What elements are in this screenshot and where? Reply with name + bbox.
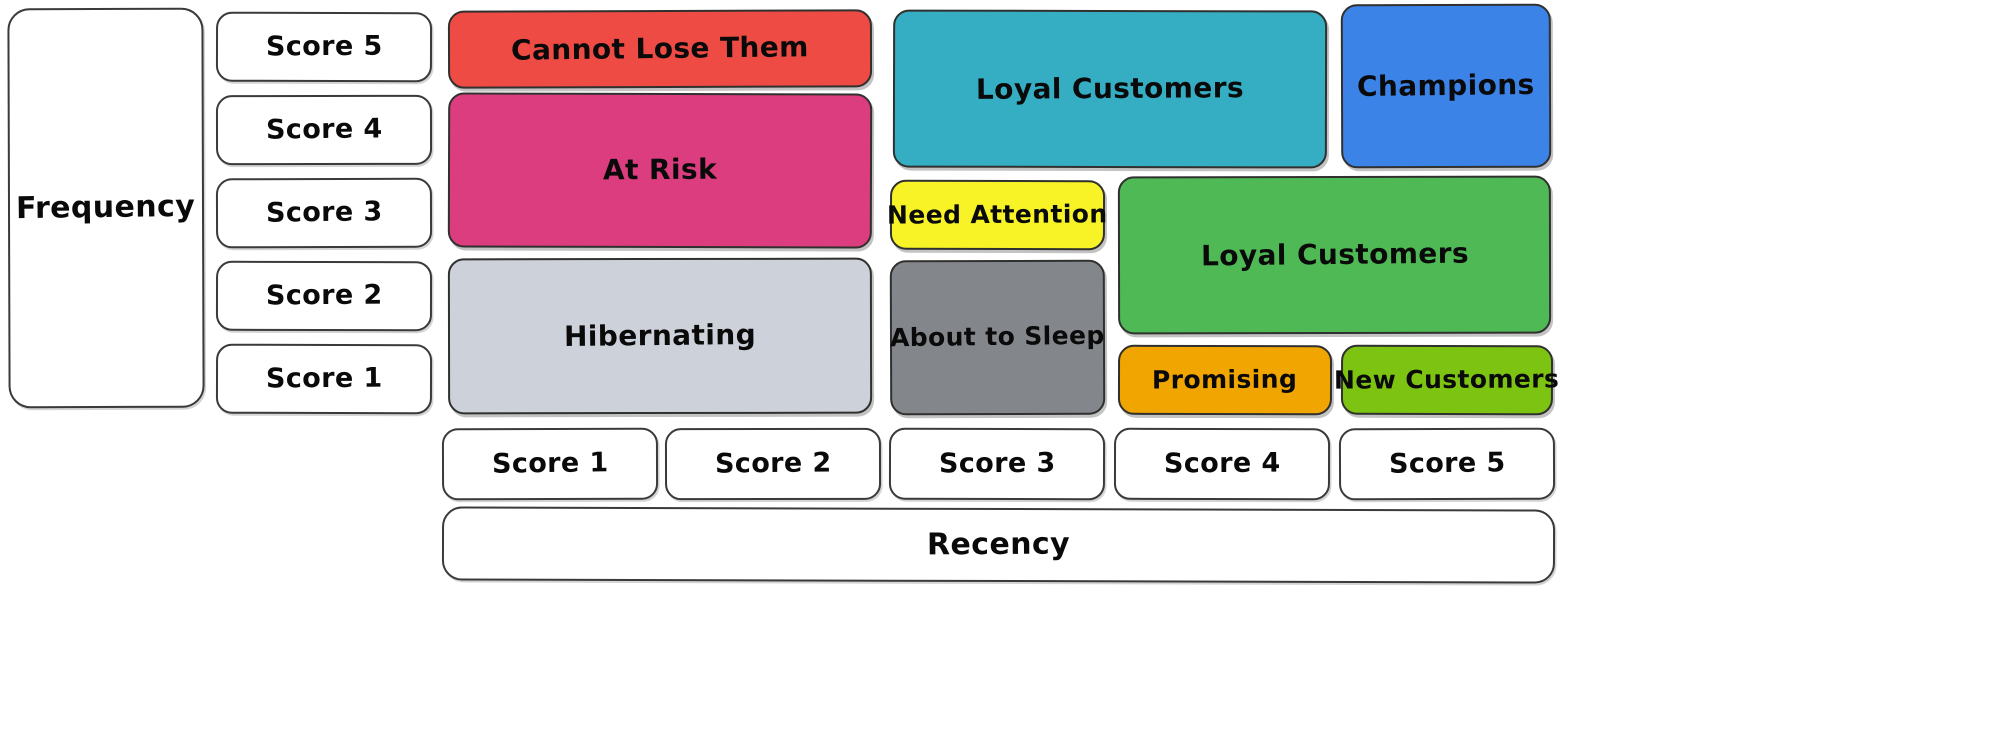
segment-label: Loyal Customers: [975, 71, 1245, 106]
segment-label: Cannot Lose Them: [510, 30, 810, 67]
x-axis-score-3[interactable]: Score 3: [888, 427, 1106, 501]
segment-label: Need Attention: [887, 198, 1108, 230]
segment-label: At Risk: [602, 153, 718, 187]
y-axis-score-4[interactable]: Score 4: [215, 94, 433, 166]
segment-loyal-customers-teal[interactable]: Loyal Customers: [892, 9, 1328, 169]
y-axis-score-5[interactable]: Score 5: [215, 11, 433, 83]
x-axis-title-recency: Recency: [441, 506, 1556, 584]
segment-label: Champions: [1356, 67, 1535, 103]
y-axis-title-frequency: Frequency: [7, 7, 205, 409]
x-axis-title-label: Recency: [926, 526, 1071, 563]
segment-hibernating[interactable]: Hibernating: [447, 257, 873, 415]
x-axis-score-5[interactable]: Score 5: [1338, 427, 1556, 501]
x-axis-score-4[interactable]: Score 4: [1113, 427, 1331, 501]
y-axis-score-3[interactable]: Score 3: [215, 177, 433, 249]
segment-label: Promising: [1152, 364, 1298, 395]
segment-new-customers[interactable]: New Customers: [1334, 344, 1560, 416]
segment-promising[interactable]: Promising: [1117, 344, 1333, 416]
segment-label: Loyal Customers: [1200, 236, 1469, 273]
x-axis-score-1[interactable]: Score 1: [441, 427, 659, 501]
y-axis-score-1[interactable]: Score 1: [215, 343, 433, 415]
y-axis-score-2[interactable]: Score 2: [215, 260, 433, 332]
x-axis-score-2[interactable]: Score 2: [664, 427, 882, 501]
segment-label: New Customers: [1334, 363, 1560, 395]
segment-champions[interactable]: Champions: [1340, 3, 1552, 169]
segment-about-to-sleep[interactable]: About to Sleep: [889, 259, 1106, 416]
segment-need-attention[interactable]: Need Attention: [887, 179, 1108, 251]
segment-cannot-lose-them[interactable]: Cannot Lose Them: [447, 9, 873, 89]
segment-label: About to Sleep: [889, 320, 1105, 353]
y-axis-title-label: Frequency: [16, 188, 196, 226]
segment-at-risk[interactable]: At Risk: [447, 92, 873, 249]
segment-loyal-customers-green[interactable]: Loyal Customers: [1117, 175, 1552, 335]
segment-label: Hibernating: [563, 317, 757, 353]
